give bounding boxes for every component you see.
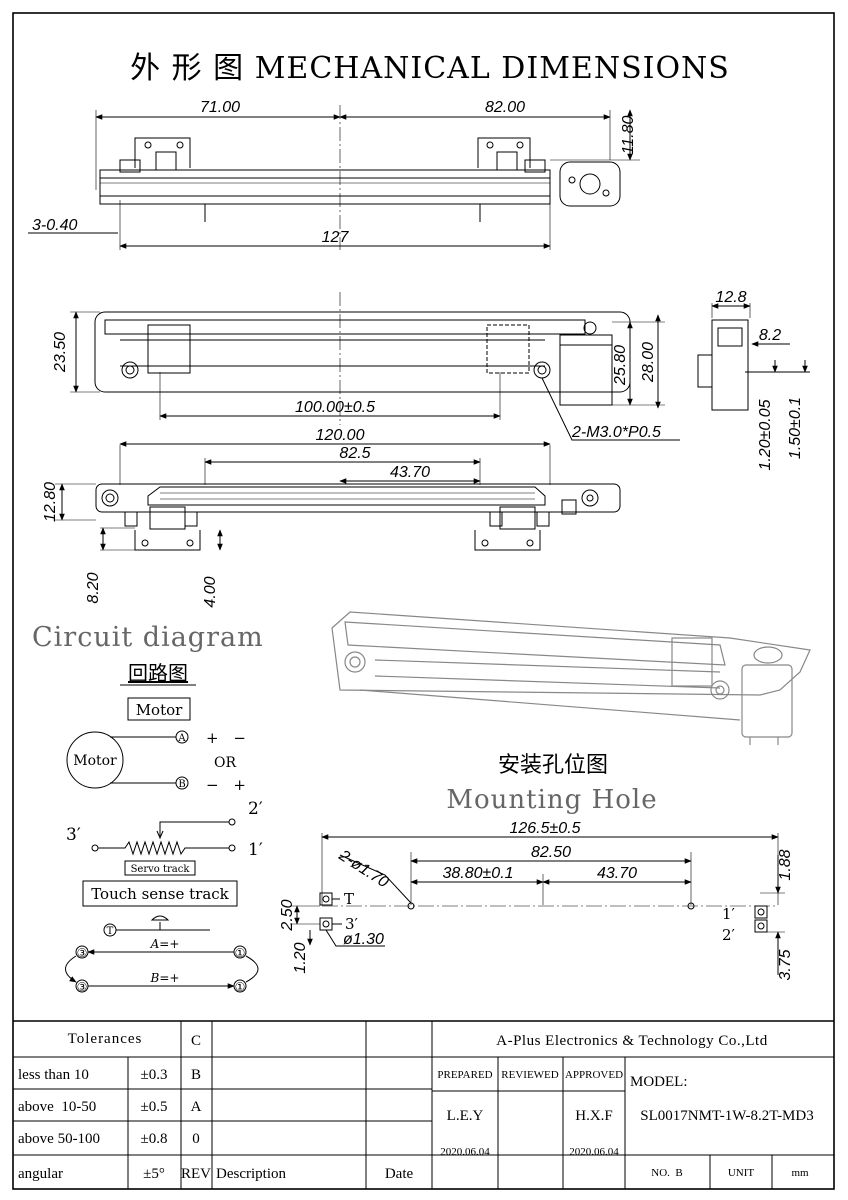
dim-38-80: 38.80±0.1 bbox=[442, 865, 513, 882]
motor-symbol-label: Motor bbox=[73, 753, 117, 769]
model-label: MODEL: bbox=[630, 1074, 688, 1090]
unit-label: UNIT bbox=[728, 1167, 755, 1179]
tol-row2-label: above 10-50 bbox=[18, 1099, 96, 1115]
no-label: NO. B bbox=[651, 1167, 682, 1179]
description-header: Description bbox=[216, 1166, 286, 1182]
prepared-name: L.E.Y bbox=[447, 1108, 484, 1124]
view-plan: 23.50 100.00±0.5 25.80 28.00 2-M3.0*P0.5 bbox=[52, 292, 680, 441]
dim-phi-1-70: 2-ø1.70 bbox=[335, 847, 391, 892]
dim-23-50: 23.50 bbox=[52, 332, 69, 373]
pin-1: 1′ bbox=[248, 840, 263, 860]
touch-track-label: Touch sense track bbox=[91, 885, 229, 903]
mount-pin-2: 2′ bbox=[722, 926, 736, 944]
dim-71: 71.00 bbox=[200, 99, 240, 116]
dim-m3: 2-M3.0*P0.5 bbox=[571, 424, 661, 441]
dim-43-70b: 43.70 bbox=[597, 865, 637, 882]
dim-82-50: 82.50 bbox=[531, 844, 571, 861]
dim-8-20: 8.20 bbox=[85, 572, 102, 603]
page-title: 外 形 图 MECHANICAL DIMENSIONS bbox=[130, 51, 730, 86]
title-block: Tolerances less than 10 ±0.3 above 10-50… bbox=[13, 1020, 834, 1189]
node-3a: ③ bbox=[77, 946, 88, 960]
view-end: 12.8 8.2 1.20±0.05 1.50±0.1 bbox=[697, 289, 810, 471]
dim-3-75: 3.75 bbox=[777, 949, 794, 980]
tol-row4-label: angular bbox=[18, 1166, 63, 1182]
unit-value: mm bbox=[791, 1167, 809, 1179]
sheet-border bbox=[12, 12, 835, 1190]
prepared-date: 2020.06.04 bbox=[440, 1146, 490, 1158]
pin-3: 3′ bbox=[66, 825, 81, 845]
servo-track-label: Servo track bbox=[131, 864, 191, 875]
a-eq-label: A=+ bbox=[150, 937, 180, 951]
rev-c: C bbox=[191, 1033, 201, 1049]
dim-4-00: 4.00 bbox=[202, 576, 219, 607]
dim-82-5: 82.5 bbox=[339, 445, 370, 462]
dim-127: 127 bbox=[322, 229, 350, 246]
mount-pin-t: T bbox=[344, 890, 354, 908]
company-name: A-Plus Electronics & Technology Co.,Ltd bbox=[496, 1033, 767, 1049]
mounting-title: Mounting Hole bbox=[446, 785, 657, 815]
dim-8-2: 8.2 bbox=[759, 327, 781, 344]
dim-2-50: 2.50 bbox=[279, 899, 296, 931]
dim-100: 100.00±0.5 bbox=[295, 399, 375, 416]
pin-2: 2′ bbox=[248, 799, 263, 819]
reviewed-label: REVIEWED bbox=[501, 1069, 558, 1081]
b-eq-label: B=+ bbox=[150, 971, 180, 985]
mounting-hole-diagram: 安装孔位图 Mounting Hole 126.5±0.5 82.50 38.8… bbox=[279, 753, 794, 981]
or-label: OR bbox=[214, 755, 236, 771]
motor-label-box: Motor bbox=[136, 701, 183, 719]
rev-b: B bbox=[191, 1067, 201, 1083]
node-1b: ① bbox=[235, 980, 246, 994]
dim-120: 120.00 bbox=[316, 427, 365, 444]
terminal-t: T bbox=[107, 926, 114, 937]
circuit-diagram: Circuit diagram 回路图 Motor Motor A B + − … bbox=[32, 622, 264, 994]
dim-1-50s: 1.50±0.1 bbox=[787, 397, 804, 459]
view-side-elevation: 71.00 82.00 11.80 3-0.40 127 bbox=[28, 99, 640, 250]
mount-pin-3: 3′ bbox=[345, 915, 359, 933]
approved-date: 2020.06.04 bbox=[569, 1146, 619, 1158]
dim-43-70: 43.70 bbox=[390, 464, 430, 481]
approved-label: APPROVED bbox=[565, 1069, 623, 1081]
terminal-b: B bbox=[178, 779, 185, 790]
tol-row1-value: ±0.3 bbox=[141, 1067, 168, 1083]
dim-3-040: 3-0.40 bbox=[32, 217, 77, 234]
view-isometric bbox=[331, 611, 811, 745]
dim-126-5: 126.5±0.5 bbox=[509, 820, 580, 837]
dim-phi-1-30: ø1.30 bbox=[343, 931, 384, 948]
tol-row1-label: less than 10 bbox=[18, 1067, 89, 1083]
rev-a: A bbox=[191, 1099, 202, 1115]
circuit-title: Circuit diagram bbox=[32, 622, 264, 653]
view-bottom: 120.00 82.5 43.70 12.80 8.20 4 bbox=[42, 427, 621, 608]
dim-12-8: 12.8 bbox=[715, 289, 746, 306]
dim-28-00: 28.00 bbox=[640, 342, 657, 383]
circuit-title-cn: 回路图 bbox=[128, 661, 188, 685]
polarity-a: + − bbox=[206, 729, 246, 747]
prepared-label: PREPARED bbox=[437, 1069, 492, 1081]
polarity-b: − + bbox=[206, 776, 246, 794]
date-header: Date bbox=[385, 1166, 414, 1182]
dim-12-80: 12.80 bbox=[42, 482, 59, 522]
dim-1-20: 1.20 bbox=[292, 942, 309, 973]
mount-pin-1: 1′ bbox=[722, 905, 736, 923]
tol-row3-value: ±0.8 bbox=[141, 1131, 168, 1147]
model-number: SL0017NMT-1W-8.2T-MD3 bbox=[640, 1108, 813, 1124]
dim-25-80: 25.80 bbox=[612, 345, 629, 386]
node-1a: ① bbox=[235, 946, 246, 960]
rev-0: 0 bbox=[192, 1131, 200, 1147]
tol-row4-value: ±5° bbox=[143, 1166, 165, 1182]
rev-header: REV bbox=[181, 1166, 211, 1182]
dim-11-80: 11.80 bbox=[620, 115, 637, 154]
terminal-a: A bbox=[177, 733, 186, 744]
dim-1-88: 1.88 bbox=[777, 849, 794, 880]
tol-row3-label: above 50-100 bbox=[18, 1131, 100, 1147]
tol-header: Tolerances bbox=[68, 1031, 143, 1047]
dim-82: 82.00 bbox=[485, 99, 525, 116]
approved-name: H.X.F bbox=[575, 1108, 613, 1124]
dim-1-20s: 1.20±0.05 bbox=[757, 399, 774, 470]
node-3b: ③ bbox=[77, 980, 88, 994]
mounting-title-cn: 安装孔位图 bbox=[498, 753, 608, 778]
tol-row2-value: ±0.5 bbox=[141, 1099, 168, 1115]
